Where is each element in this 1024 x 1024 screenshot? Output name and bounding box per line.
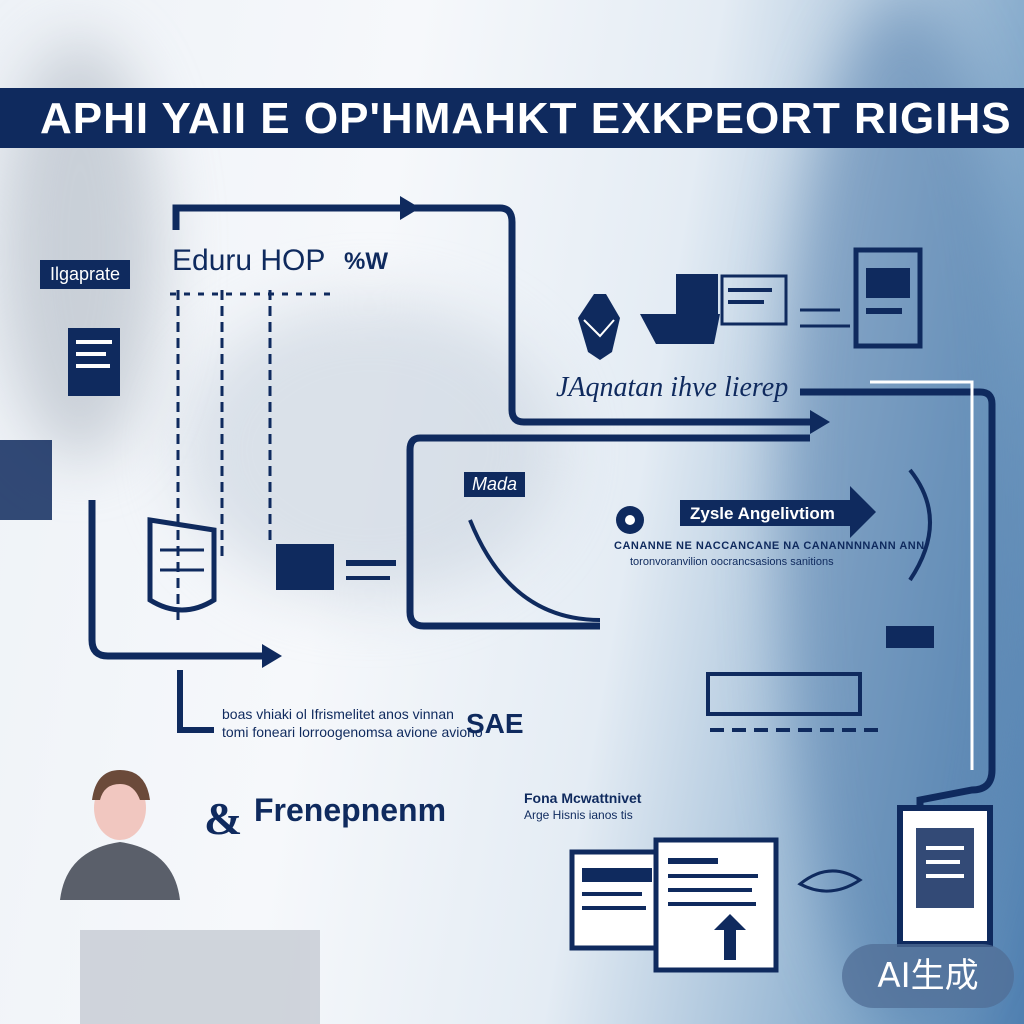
tablet-icon-top: [853, 247, 923, 349]
machine-silhouette: [80, 930, 320, 1024]
ampersand-icon: &: [204, 793, 242, 844]
zysle-label: Zysle Angelivtiom: [690, 504, 835, 523]
person-figure: [60, 770, 180, 900]
note-tag: SAE: [466, 708, 524, 739]
connector-middle-loop: [406, 434, 810, 630]
arrow-head-left-bottom: [262, 644, 282, 668]
eduru-suffix: %W: [344, 248, 388, 275]
ai-generated-badge: AI生成: [842, 944, 1014, 1008]
document-icon-left: [68, 328, 120, 396]
title-band: [0, 88, 1024, 148]
mada-tag: Mada: [464, 472, 526, 497]
page-title: APHI YAII E OP'HMAHKT EXKPEORT RIGIHS: [40, 94, 1012, 143]
note-line-2: tomi foneari lorroogenomsa avione aviono: [222, 724, 483, 740]
laptop-icon: [640, 274, 850, 344]
connector-bottom-left: [177, 670, 214, 733]
printer-icon-left: [0, 440, 52, 520]
connector-left-vertical: [88, 500, 270, 660]
frenepnenm-label: Frenepnenm: [254, 792, 447, 828]
zysle-sub-line-1: CANANNE NE NACCANCANE NA CANANNNNANN ANN: [614, 540, 925, 552]
fona-line-2: Arge Hisnis ianos tis: [524, 808, 633, 822]
gear-icon: [616, 506, 644, 534]
zysle-arrow: [680, 486, 876, 538]
zysle-sub-line-2: toronvoranvilion oocrancsasions sanition…: [630, 556, 834, 568]
pinecone-icon: [578, 294, 620, 360]
japnatan-label: JAqnatan ihve lierep: [556, 372, 789, 403]
curve-connector: [468, 519, 601, 622]
tag-left-label: Ilgaprate: [40, 260, 131, 289]
arrow-head-mid-right: [810, 410, 830, 434]
background-building-blur: [180, 300, 560, 600]
curve-right: [908, 468, 932, 582]
connector-top-loop: [172, 204, 820, 426]
eduru-label: Eduru HOP: [172, 244, 326, 277]
clipboard-icon: [147, 517, 217, 613]
outline-box-right: [706, 672, 862, 716]
tablet-icon-bottom: [897, 805, 993, 947]
arrow-head-top: [400, 196, 420, 220]
note-line-1: boas vhiaki ol Ifrismelitet anos vinnan: [222, 706, 454, 722]
photo-icon: [276, 544, 396, 590]
connector-right-loop-outline: [870, 380, 974, 770]
leaf-icon: [797, 869, 863, 893]
connector-right-loop: [800, 388, 996, 820]
document-stack-icon: [569, 837, 779, 973]
fona-line-1: Fona Mcwattnivet: [524, 790, 642, 806]
small-panel-right: [886, 626, 934, 648]
